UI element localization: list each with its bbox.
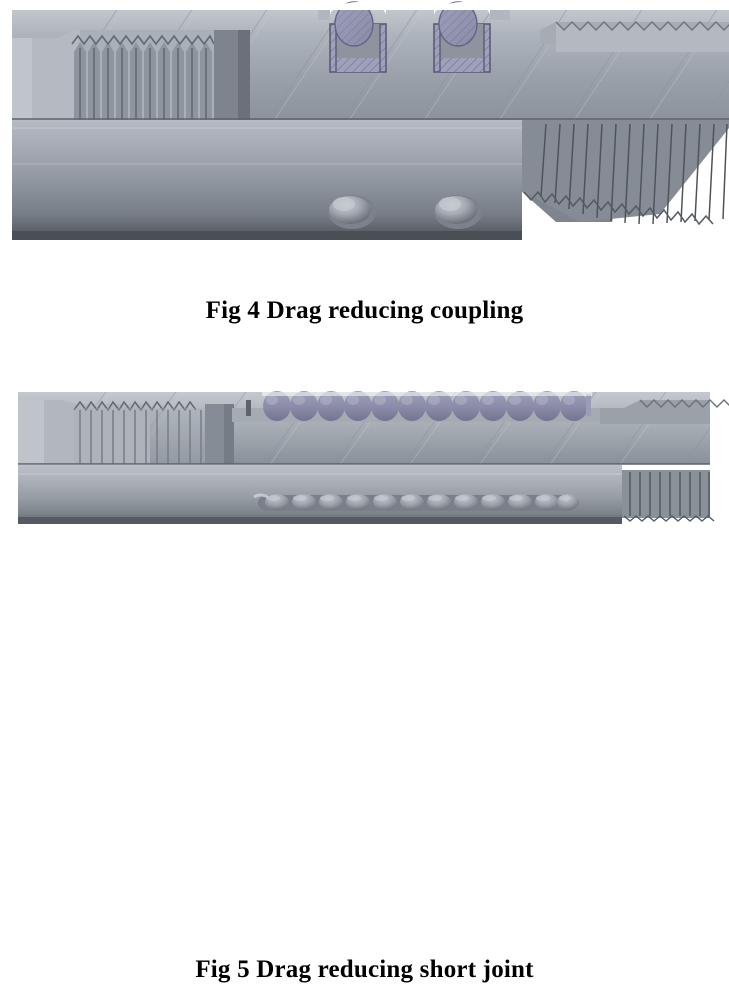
figure-drag-reducing-short-joint: Fig 5 Drag reducing short joint	[0, 378, 729, 983]
fig5-bottom-edge	[18, 517, 622, 524]
figure-4-drawing	[12, 1, 729, 240]
fig5-upper-body	[18, 391, 729, 464]
figure-4-caption: Fig 4 Drag reducing coupling	[205, 297, 524, 324]
figure-drag-reducing-coupling: Fig 4 Drag reducing coupling	[0, 0, 729, 324]
figure-5-drawing	[18, 391, 729, 524]
fig4-roller-assembly-1	[329, 1, 387, 73]
figure-5-caption: Fig 5 Drag reducing short joint	[195, 956, 534, 983]
fig4-left-box-thread	[71, 34, 215, 120]
fig5-track-end-notch	[246, 400, 251, 416]
fig5-left-box-thread	[73, 400, 208, 464]
fig5-recess-row	[253, 493, 579, 511]
fig4-dimple-1	[328, 195, 376, 229]
fig4-dimple-2	[434, 195, 482, 229]
fig4-bottom-edge	[12, 231, 522, 240]
fig5-lower-body	[18, 465, 715, 524]
fig4-upper-body	[12, 1, 729, 120]
fig4-right-pin-thread	[540, 21, 729, 52]
fig4-lower-pin-thread	[520, 120, 729, 226]
fig4-roller-assembly-2	[433, 1, 491, 73]
fig5-right-pin-thread-lower	[620, 470, 715, 522]
fig5-right-pin-thread-upper	[600, 399, 729, 424]
fig5-roller-row	[263, 391, 591, 421]
fig4-lower-body	[12, 120, 729, 240]
